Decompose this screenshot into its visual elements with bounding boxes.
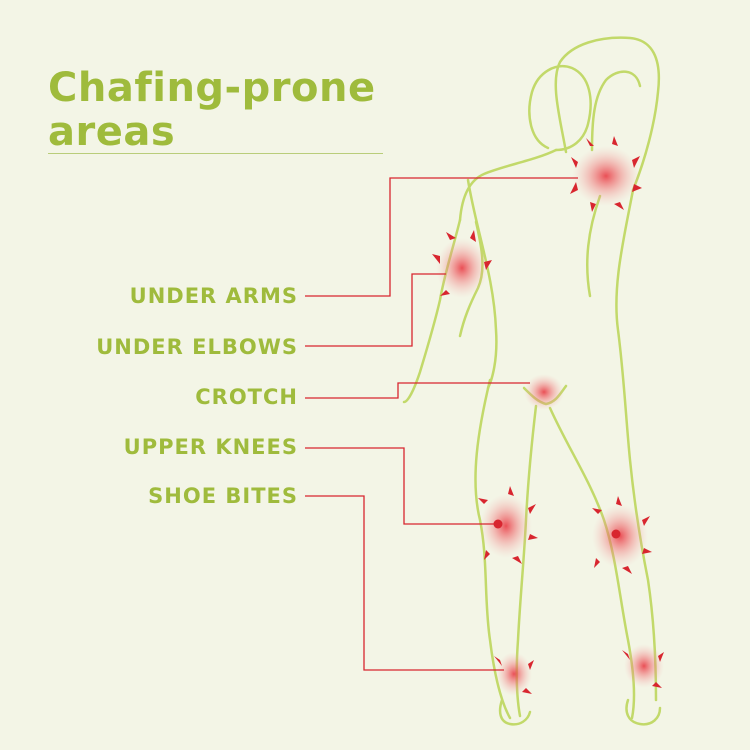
human-body-back-view-outline-icon [402,36,662,726]
title-divider [48,153,383,154]
label-crotch: CROTCH [195,385,298,409]
right-heel-irritation-icon [622,644,664,688]
leader-lines [305,177,578,671]
leader-under-arms [305,177,578,297]
irritation-spots [432,136,664,696]
title-line-1: Chafing-prone [48,65,376,111]
title-line-2: areas [48,109,176,155]
label-upper-knees: UPPER KNEES [123,435,298,459]
right-knee-irritation-icon [592,496,652,574]
label-under-elbows: UNDER ELBOWS [96,335,298,359]
left-knee-irritation-icon [478,486,538,564]
leader-under-elbows [305,273,446,347]
elbow-irritation-icon [432,230,492,298]
label-under-arms: UNDER ARMS [129,284,298,308]
page-title: Chafing-prone areas [48,66,408,154]
leader-shoe-bites [305,495,504,671]
underarm-irritation-icon [570,136,642,212]
crotch-irritation-icon [524,374,564,410]
leader-upper-knees [305,447,496,525]
left-heel-irritation-icon [494,652,534,696]
leader-crotch [305,382,530,399]
label-shoe-bites: SHOE BITES [148,484,298,508]
